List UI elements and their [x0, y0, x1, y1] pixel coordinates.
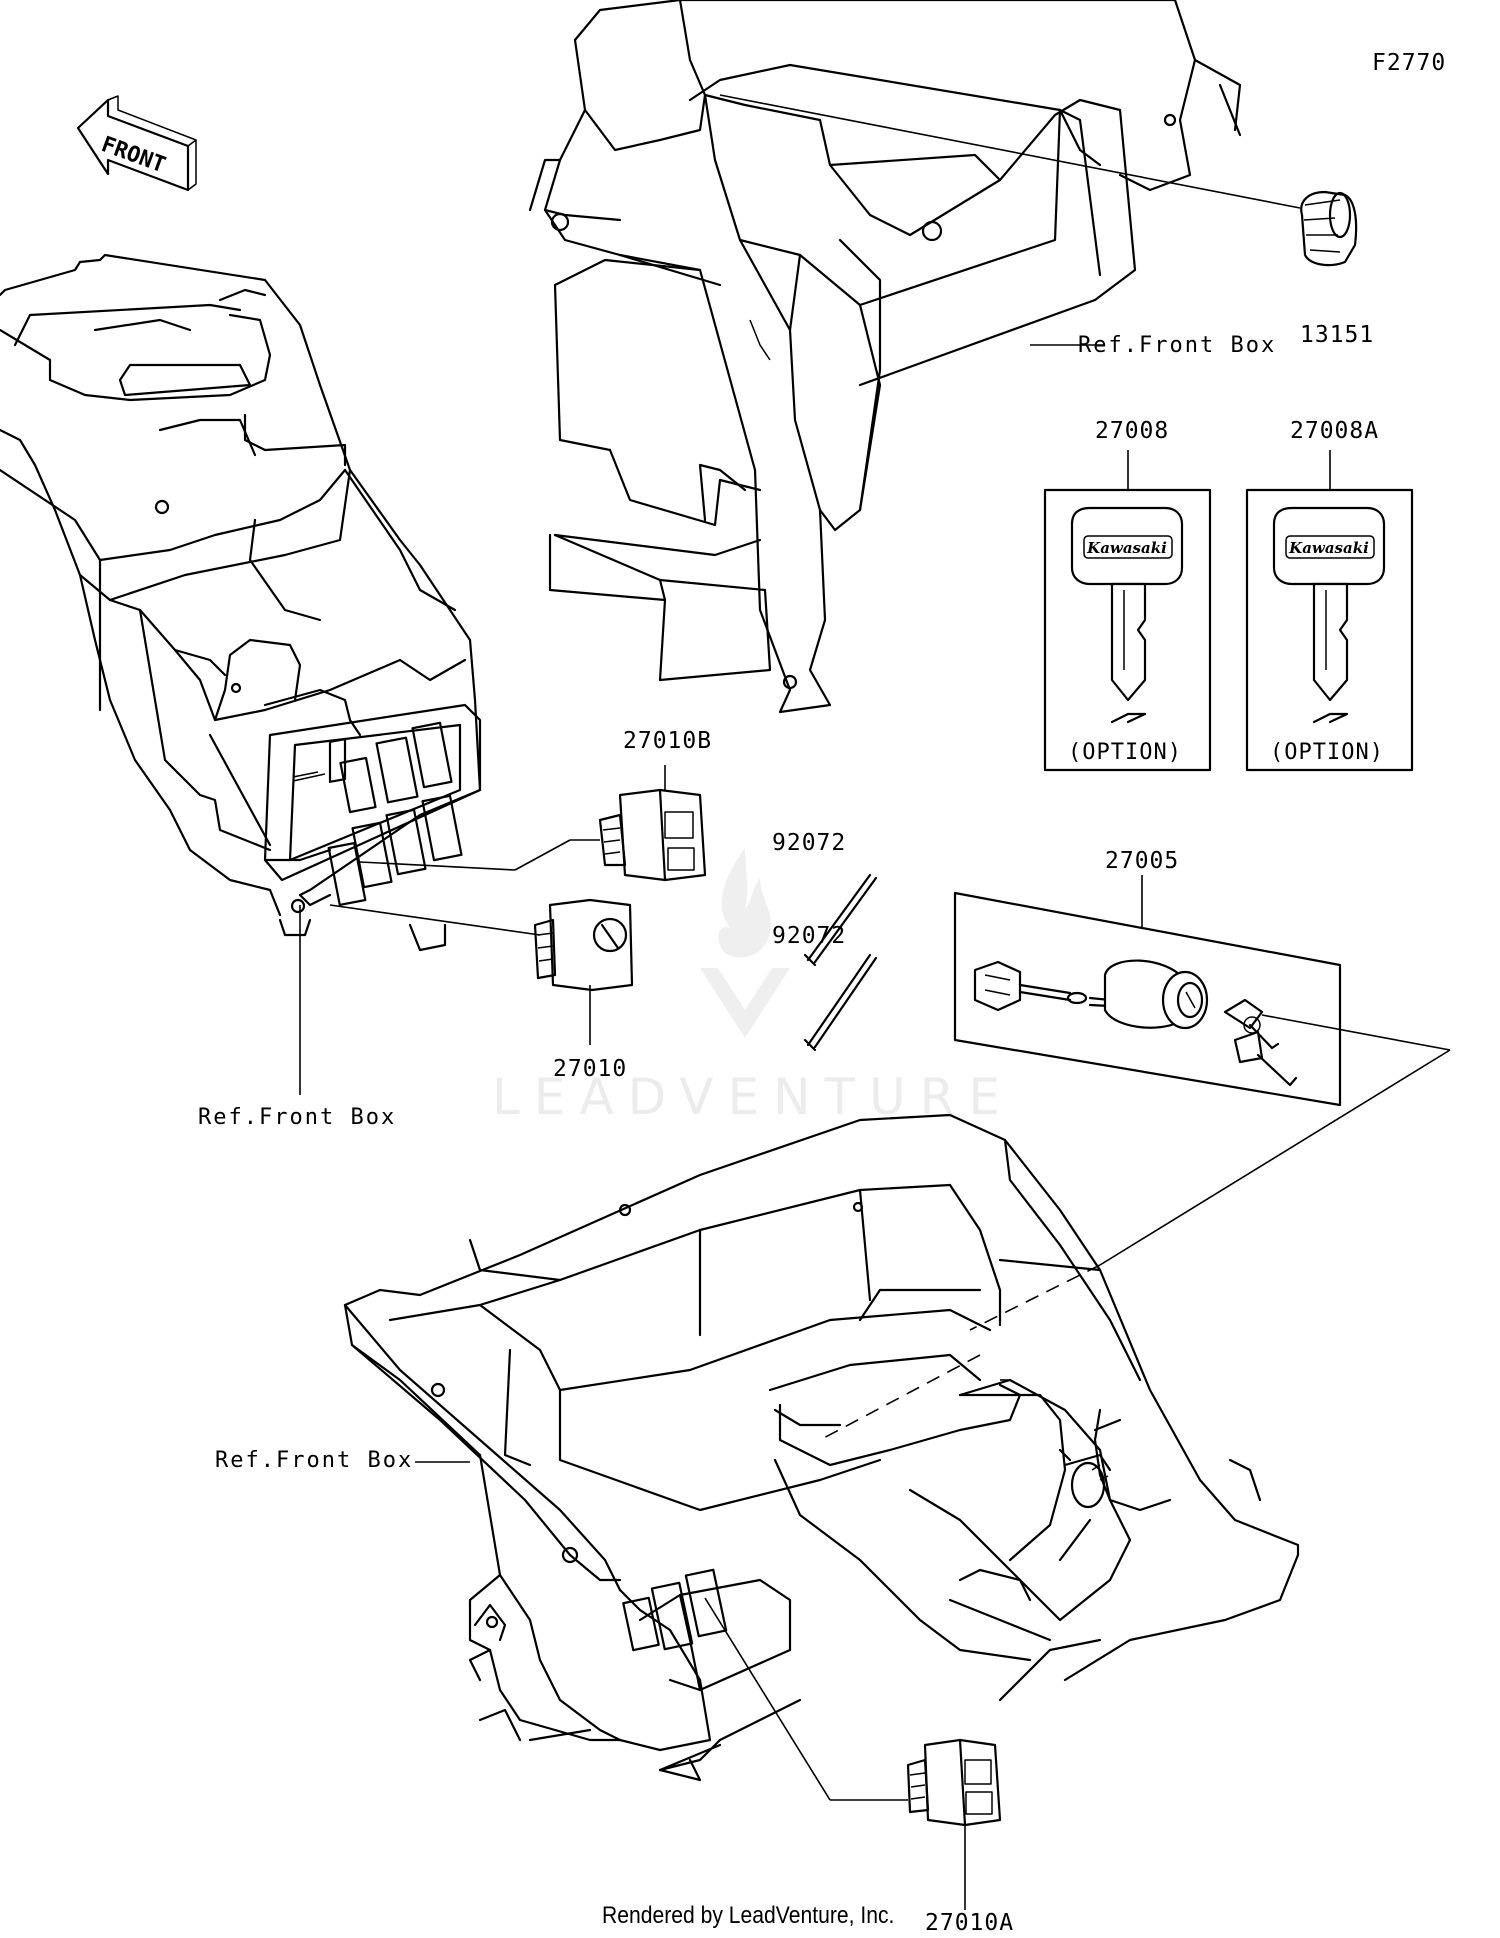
option-note-27008a: (OPTION) — [1270, 740, 1384, 765]
option-note-27008: (OPTION) — [1068, 740, 1182, 765]
part-27005-ignition-set — [953, 875, 1342, 1107]
ref-front-box-top[interactable]: Ref.Front Box — [1078, 333, 1277, 358]
watermark-logo-icon — [700, 848, 790, 1038]
part-number-27010a[interactable]: 27010A — [925, 1910, 1015, 1936]
lower-dash-panel-drawing — [343, 1113, 1300, 1782]
part-number-92072-a[interactable]: 92072 — [772, 830, 847, 856]
left-dash-panel-drawing — [0, 253, 482, 952]
part-number-27010b[interactable]: 27010B — [623, 728, 713, 754]
part-number-27005[interactable]: 27005 — [1105, 848, 1180, 874]
part-27008a-key-card — [1245, 450, 1414, 772]
part-number-27008a[interactable]: 27008A — [1290, 418, 1380, 444]
part-27010b-rocker-switch — [598, 788, 707, 882]
ref-front-box-left[interactable]: Ref.Front Box — [198, 1105, 397, 1130]
part-number-27010[interactable]: 27010 — [553, 1056, 628, 1082]
part-27010-knob-switch — [533, 898, 634, 992]
part-number-27008[interactable]: 27008 — [1095, 418, 1170, 444]
upper-dash-panel-drawing — [528, 0, 1242, 714]
part-27008-key-card — [1043, 450, 1212, 772]
part-13151-socket — [1300, 190, 1358, 267]
part-92072-bolt-a — [803, 873, 878, 967]
part-number-13151[interactable]: 13151 — [1300, 322, 1375, 348]
part-number-92072-b[interactable]: 92072 — [772, 923, 847, 949]
part-92072-bolt-b — [803, 953, 878, 1052]
key-brand-label-27008a: Kawasaki — [1288, 539, 1369, 557]
front-direction-arrow: FRONT — [76, 95, 197, 192]
footer-credit: Rendered by LeadVenture, Inc. — [602, 1902, 895, 1929]
ref-front-box-bottom[interactable]: Ref.Front Box — [215, 1448, 414, 1473]
part-27010a-rocker-switch — [906, 1738, 1002, 1827]
diagram-code: F2770 — [1372, 50, 1447, 76]
key-brand-label-27008: Kawasaki — [1086, 539, 1167, 557]
